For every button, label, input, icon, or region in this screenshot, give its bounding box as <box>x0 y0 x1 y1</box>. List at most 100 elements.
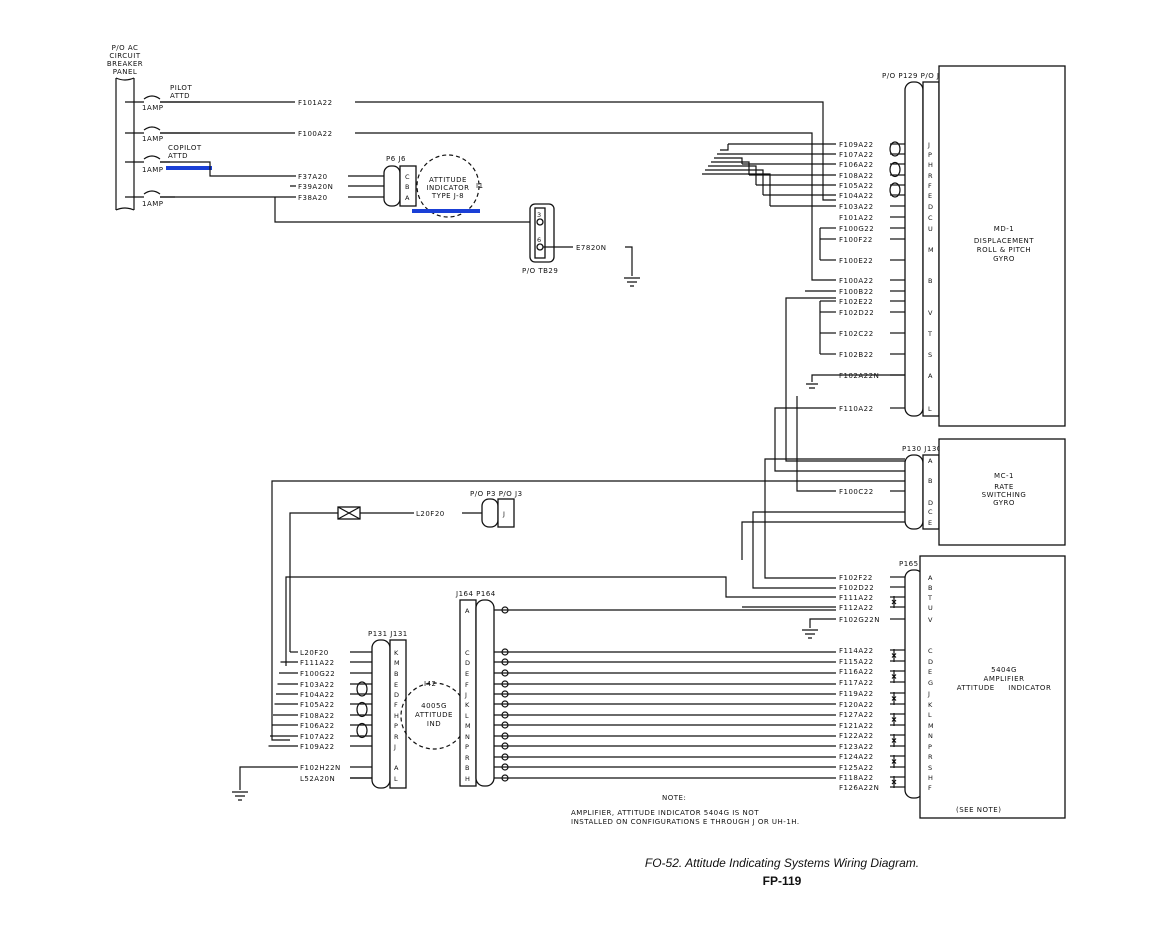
j165-pin-g: G <box>928 679 933 687</box>
md1-line1: MD-1 <box>994 225 1014 233</box>
i42-line2: ATTITUDE <box>415 711 453 719</box>
j129-pin-u: U <box>928 225 933 233</box>
j164-pin-p: P <box>465 743 469 751</box>
j131-pin-d: D <box>394 691 399 699</box>
j165-wire-f127a22: F127A22 <box>839 711 874 719</box>
j130-pin-a: A <box>928 457 933 465</box>
j131-wire-f104a22: F104A22 <box>300 691 335 699</box>
j129-pin-s: S <box>928 351 932 359</box>
amp-label-4: 1AMP <box>142 200 164 208</box>
j164-pin-b: B <box>465 764 469 772</box>
p6j6-pin-b: B <box>405 183 409 191</box>
pilot-label-2: ATTD <box>170 92 190 100</box>
j129-wire-f104a22: F104A22 <box>839 192 874 200</box>
top-wiring: F101A22 F100A22 F37A20 F39A20N F38A20 <box>160 99 836 281</box>
j130-pin-d: D <box>928 499 933 507</box>
j129-pin-m: M <box>928 246 934 254</box>
breaker-2: 1AMP <box>125 126 200 143</box>
md1-line3: ROLL & PITCH <box>977 246 1031 254</box>
note-block: NOTE: AMPLIFIER, ATTITUDE INDICATOR 5404… <box>571 794 799 826</box>
p3j3-pin-j: J <box>502 510 505 518</box>
breaker-panel-title-3: BREAKER <box>107 60 143 68</box>
p3j3-header: P/O P3 P/O J3 <box>470 490 523 498</box>
j129-wire-f103a22: F103A22 <box>839 203 874 211</box>
j129-pin-d: D <box>928 203 933 211</box>
mc1-line1: MC-1 <box>994 472 1014 480</box>
attitude-indicator-line2: INDICATOR <box>426 184 469 192</box>
j165-pin-t: T <box>927 594 932 602</box>
copilot-label-1: COPILOT <box>168 144 202 152</box>
page-number: FP-119 <box>763 874 802 888</box>
j131-pin-e: E <box>394 681 398 689</box>
j129-wire-f106a22: F106A22 <box>839 161 874 169</box>
md1-line2: DISPLACEMENT <box>974 237 1034 245</box>
j131-wire-f100g22: F100G22 <box>300 670 335 678</box>
j129-wire-f109a22: F109A22 <box>839 141 874 149</box>
j129-pin-v: V <box>928 309 933 317</box>
j130-pin-c: C <box>928 508 933 516</box>
amp5404-see-note: (SEE NOTE) <box>956 806 1001 814</box>
attitude-indicator-i1: ATTITUDE INDICATOR TYPE J-8 I1 <box>412 154 484 218</box>
j165-wire-f112a22: F112A22 <box>839 604 874 612</box>
j131-pin-l: L <box>394 775 398 783</box>
j165-wire-f122a22: F122A22 <box>839 732 874 740</box>
tb29-pin-6: 6 <box>537 236 541 244</box>
j165-wire-f126a22n: F126A22N <box>839 784 879 792</box>
attitude-indicator-ref: I1 <box>476 182 484 190</box>
amp-label-3: 1AMP <box>142 166 164 174</box>
j165-pin-e: E <box>928 668 932 676</box>
j164-pin-c: C <box>465 649 470 657</box>
j165-wire-f114a22: F114A22 <box>839 647 874 655</box>
ground-symbol-j165 <box>802 629 818 639</box>
j129-pin-r: R <box>928 172 933 180</box>
j165-pin-n: N <box>928 732 933 740</box>
j165-pin-j: J <box>927 690 930 698</box>
connector-p6-j6: P6 J6 C B A <box>383 155 417 207</box>
j129-pin-t: T <box>927 330 932 338</box>
j165-wire-f121a22: F121A22 <box>839 722 874 730</box>
j165-pin-v: V <box>928 616 933 624</box>
j129-wire-f110a22: F110A22 <box>839 405 874 413</box>
terminal-board-tb29: 3 6 P/O TB29 E7820N <box>522 203 640 287</box>
breaker-4: 1AMP <box>125 190 175 208</box>
j131-pin-a: A <box>394 764 399 772</box>
p6j6-header: P6 J6 <box>386 155 406 163</box>
wire-F38A20: F38A20 <box>298 194 328 202</box>
j129-wire-f100a22: F100A22 <box>839 277 874 285</box>
j129-wire-f102b22: F102B22 <box>839 351 874 359</box>
j164-pin-k: K <box>465 701 470 709</box>
j165-wire-f117a22: F117A22 <box>839 679 874 687</box>
note-title: NOTE: <box>662 794 686 802</box>
j129-pin-j: J <box>927 141 930 149</box>
wire-F37A20: F37A20 <box>298 173 328 181</box>
j129-wire-f100f22: F100F22 <box>839 236 873 244</box>
amp-label-2: 1AMP <box>142 135 164 143</box>
breaker-panel-title-4: PANEL <box>113 68 138 76</box>
j129-header: P/O P129 P/O J129 <box>882 72 954 80</box>
j165-pin-h: H <box>928 774 933 782</box>
j131-wire-l20f20: L20F20 <box>300 649 329 657</box>
breaker-3: 1AMP <box>125 155 170 174</box>
j129-wire-f100g22: F100G22 <box>839 225 874 233</box>
j165-wire-f120a22: F120A22 <box>839 701 874 709</box>
j131-pin-r: R <box>394 733 399 741</box>
wire-F100A22-top: F100A22 <box>298 130 333 138</box>
mc1-gyro-box: MC-1 RATE SWITCHING GYRO <box>938 438 1066 546</box>
j164-pin-r: R <box>465 754 470 762</box>
amp5404-line3: ATTITUDE INDICATOR <box>957 684 1052 692</box>
j165-pin-p: P <box>928 743 932 751</box>
j164-pin-j: J <box>464 691 467 699</box>
j129-wire-f108a22: F108A22 <box>839 172 874 180</box>
j131-wire-f108a22: F108A22 <box>300 712 335 720</box>
j129-pin-f: F <box>928 182 932 190</box>
j165-pin-u: U <box>928 604 933 612</box>
i42-line3: IND <box>427 720 441 728</box>
attitude-indicator-line1: ATTITUDE <box>429 176 467 184</box>
amplifier-5404g-box: 5404G AMPLIFIER ATTITUDE INDICATOR (SEE … <box>919 555 1066 819</box>
j129-pin-l: L <box>928 405 932 413</box>
j131-wire-f109a22: F109A22 <box>300 743 335 751</box>
j131-pin-k: K <box>394 649 399 657</box>
